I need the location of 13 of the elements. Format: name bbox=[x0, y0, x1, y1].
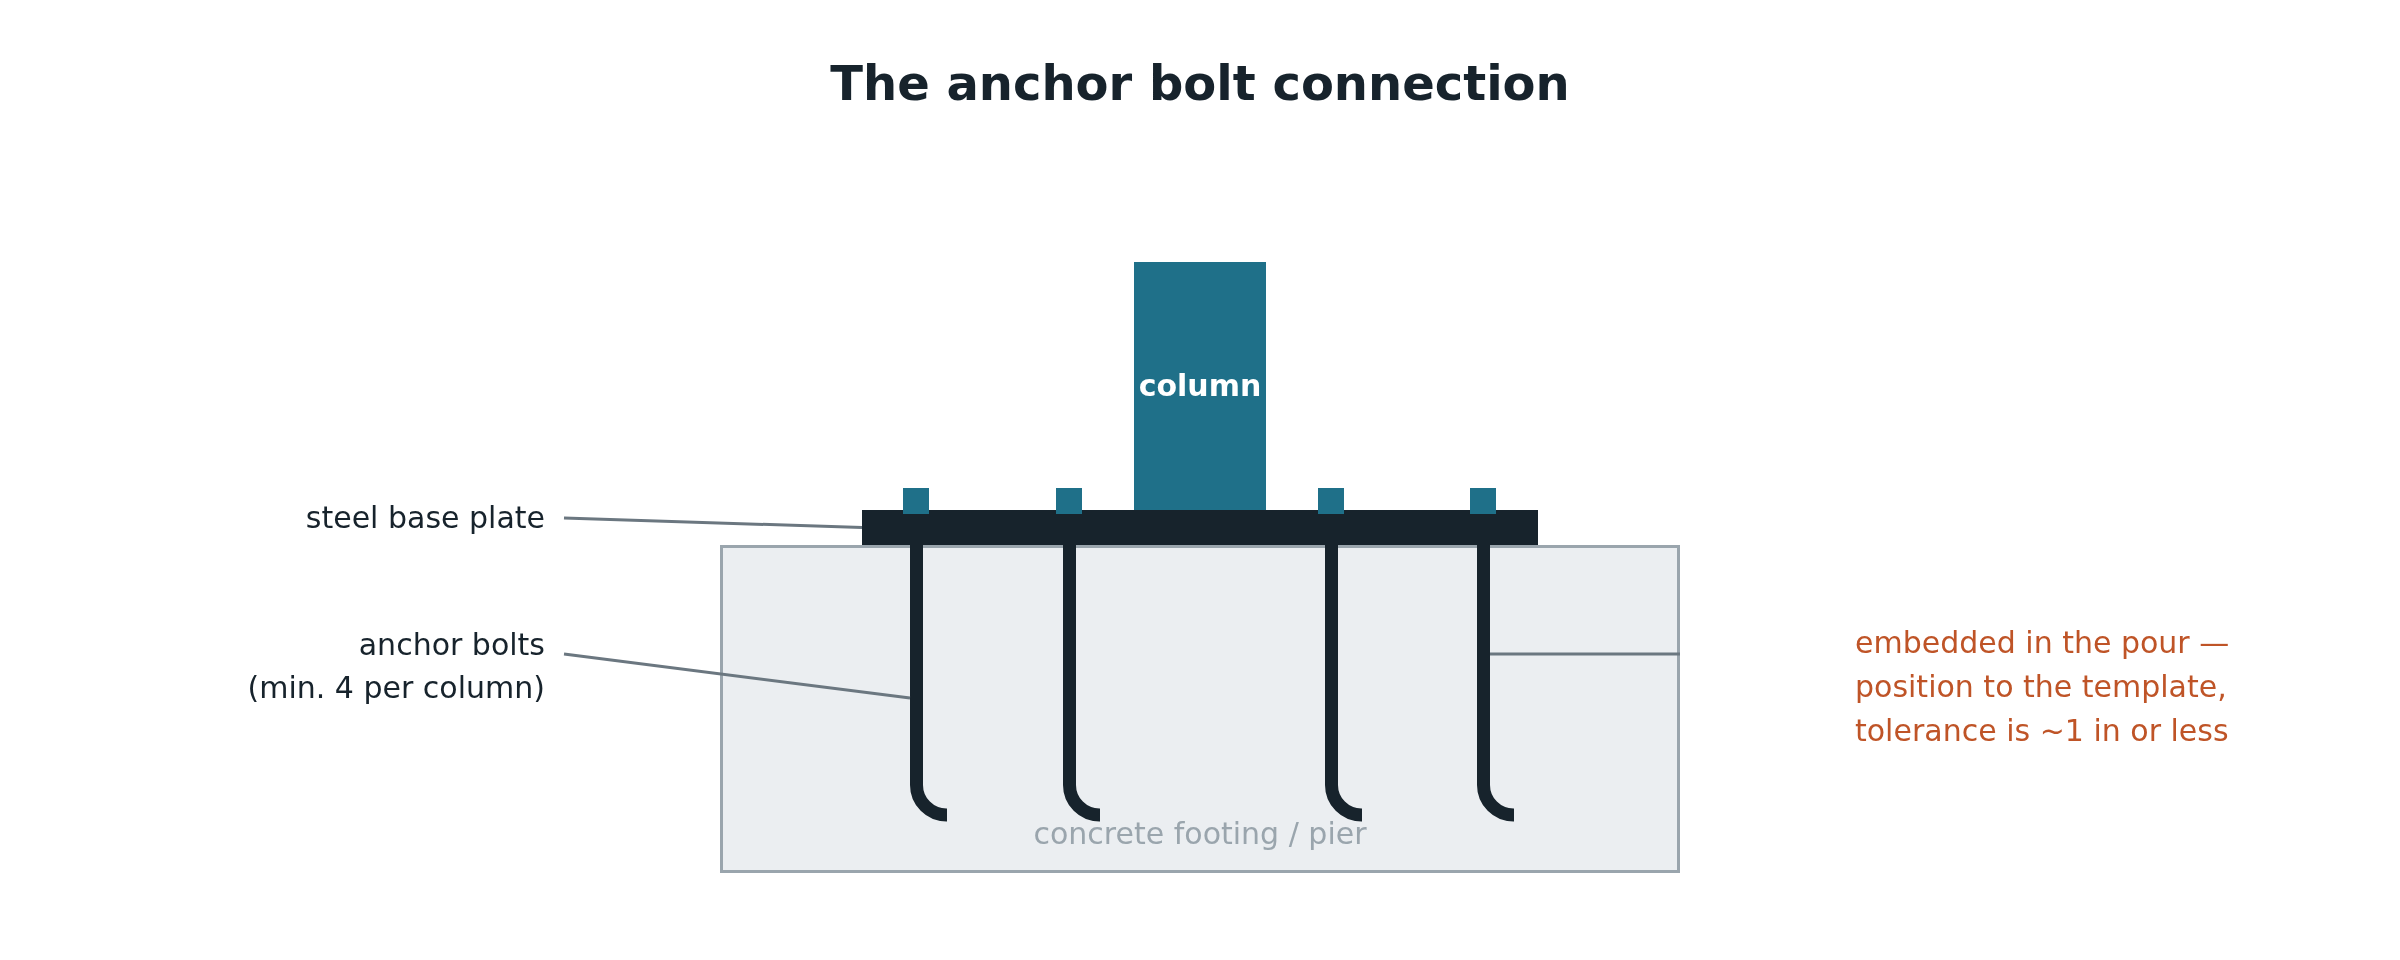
concrete-footing bbox=[720, 545, 1680, 873]
column bbox=[1134, 262, 1266, 510]
callout-note: (min. 4 per column) bbox=[247, 668, 545, 707]
annotation-note: embedded in the pour — position to the template, tolerance is ~1 in or less bbox=[1855, 624, 2231, 750]
base-plate bbox=[862, 510, 1538, 545]
footing-label: concrete footing / pier bbox=[1033, 816, 1367, 852]
leader-line bbox=[563, 652, 911, 700]
callout-label: steel base plate bbox=[305, 500, 545, 536]
leader-line bbox=[1490, 652, 1680, 656]
diagram-title: The anchor bolt connection bbox=[830, 55, 1570, 111]
leader-line bbox=[563, 516, 863, 529]
column-label: column bbox=[1138, 368, 1262, 404]
callout-label: anchor bolts bbox=[358, 625, 545, 664]
